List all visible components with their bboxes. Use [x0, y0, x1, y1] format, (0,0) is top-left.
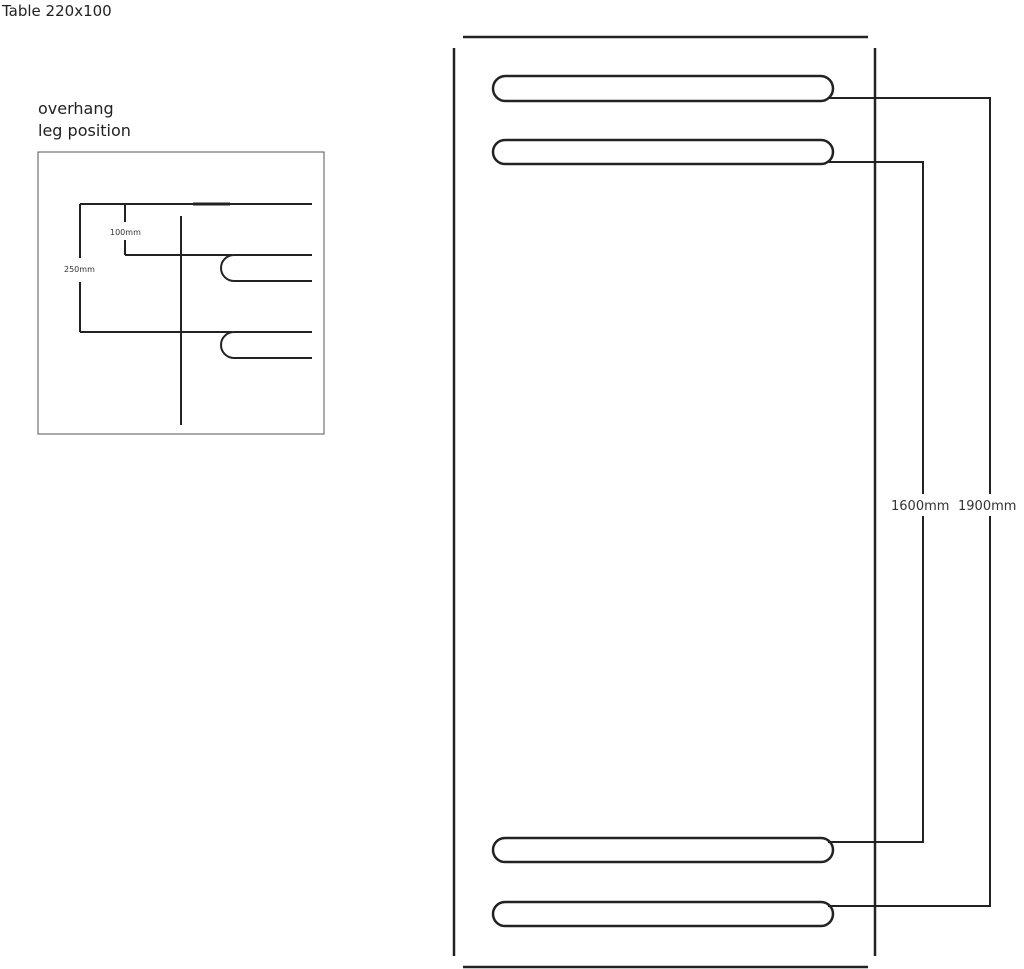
- dim-1900-label: 1900mm: [958, 499, 1016, 514]
- inset-frame: [37, 151, 325, 435]
- leg-slot-2: [491, 138, 835, 166]
- inset-dim-250-label: 250mm: [64, 265, 95, 274]
- inset-title-line1: overhang: [38, 99, 114, 118]
- inset-detail: 100mm 250mm: [37, 151, 325, 435]
- inset-dim-100-label: 100mm: [110, 228, 141, 237]
- drawing-title: Table 220x100: [2, 2, 112, 20]
- leg-slot-4: [491, 900, 835, 928]
- dim-1600-label: 1600mm: [891, 499, 949, 514]
- inset-slot-2: [220, 331, 312, 359]
- dim-label-bg: [888, 494, 1022, 516]
- inset-title-line2: leg position: [38, 121, 131, 140]
- leg-slot-1: [491, 74, 835, 103]
- inset-title: overhang leg position: [38, 98, 131, 142]
- leg-slot-3: [491, 836, 835, 864]
- inset-slot-1: [220, 254, 312, 282]
- table-plan: [452, 35, 877, 969]
